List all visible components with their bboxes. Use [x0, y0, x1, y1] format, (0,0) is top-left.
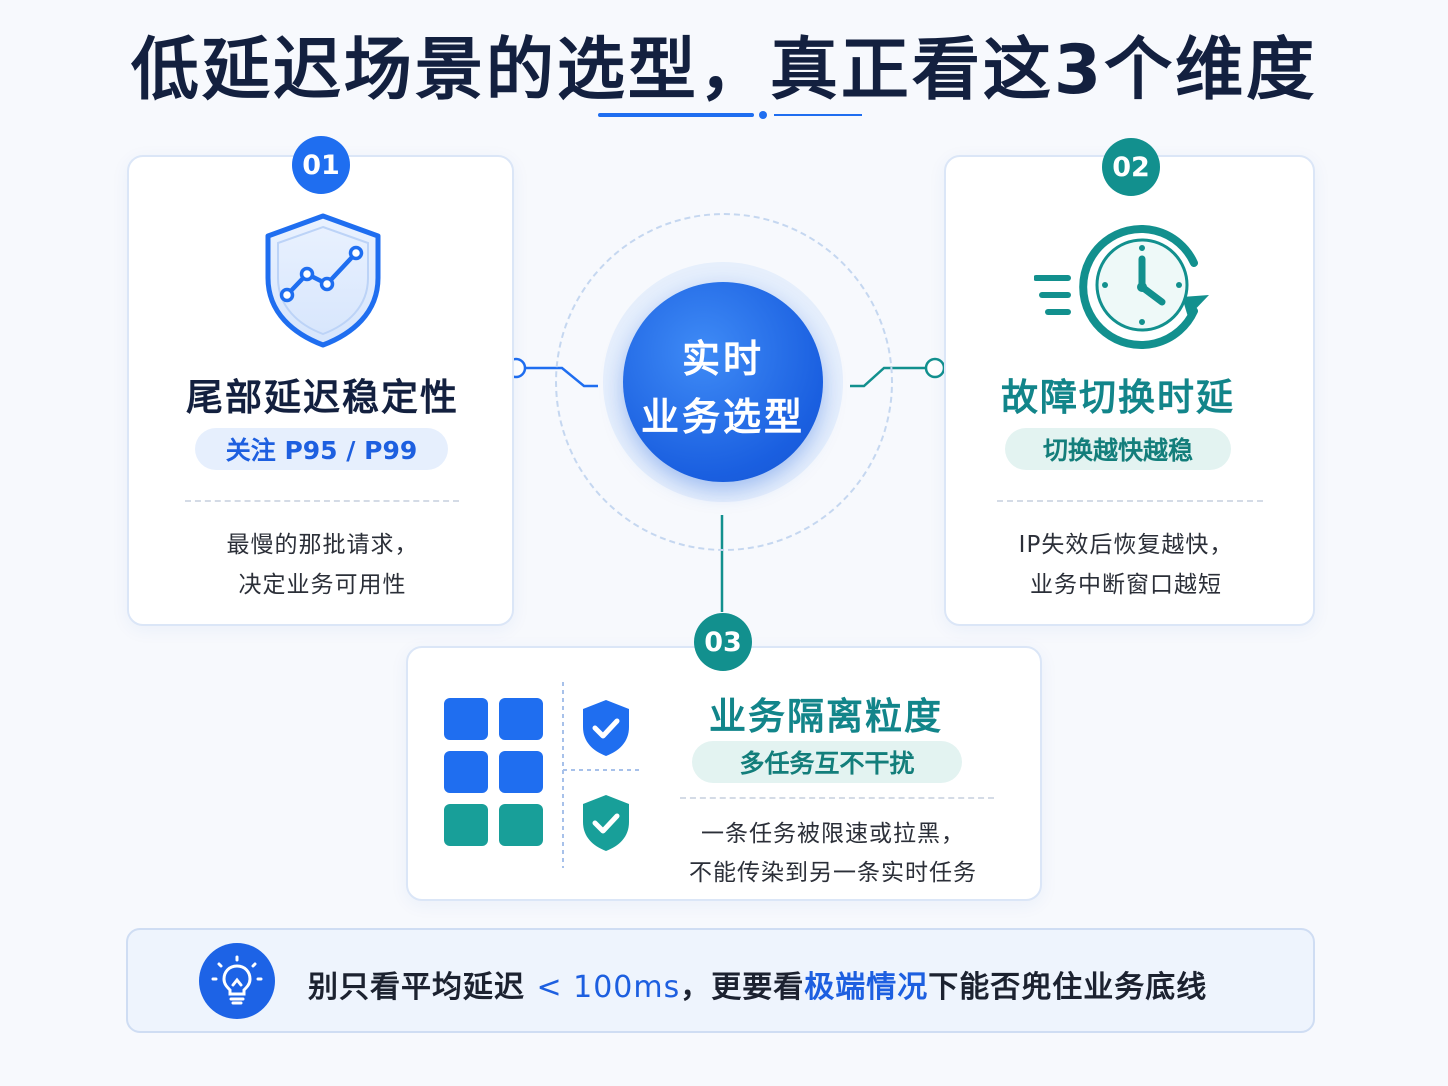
card-isolation-granularity: 03 业务隔离粒度 多任务互不干扰 一条任务被限速或拉黑， 不能传染到另一条实时…	[406, 613, 1042, 901]
lightbulb-icon	[199, 943, 275, 1019]
hub-outer-ring	[555, 213, 893, 551]
card-desc-line-2: 决定业务可用性	[238, 572, 407, 598]
title-underline	[598, 110, 862, 120]
tip-highlight: 极端情况	[804, 970, 929, 1005]
card-failover-latency: 02 故障切换时延 切换越快越稳 IP失效后恢复越快， 业务中断窗口越短	[944, 138, 1315, 626]
card-title: 尾部延迟稳定性	[186, 376, 459, 419]
card-desc-line-2: 不能传染到另一条实时任务	[689, 860, 977, 886]
number-badge-01: 01	[292, 136, 350, 194]
card-title: 业务隔离粒度	[709, 695, 943, 738]
card-pill: 切换越快越稳	[1005, 428, 1231, 470]
card-pill: 多任务互不干扰	[692, 741, 962, 783]
tip-bar: 别只看平均延迟 < 100ms，更要看极端情况下能否兜住业务底线	[126, 928, 1315, 1033]
isolated-blocks-shield-icon	[444, 682, 642, 868]
page-title: 低延迟场景的选型，真正看这3个维度	[130, 31, 1318, 110]
divider	[997, 500, 1263, 502]
tip-suffix: 下能否兜住业务底线	[928, 970, 1208, 1005]
hub-label-line-2: 业务选型	[640, 395, 805, 439]
tip-text: 别只看平均延迟 < 100ms，更要看极端情况下能否兜住业务底线	[308, 962, 1207, 1006]
card-desc-line-1: 最慢的那批请求，	[226, 532, 419, 558]
card-pill: 关注 P95 / P99	[195, 428, 448, 470]
clock-refresh-icon	[1034, 225, 1209, 349]
card-desc-line-1: IP失效后恢复越快，	[1018, 532, 1234, 558]
shield-trend-icon	[265, 213, 381, 348]
divider	[185, 500, 459, 502]
card-desc-line-2: 业务中断窗口越短	[1030, 572, 1222, 598]
card-tail-latency: 01 尾部延迟稳定性 关注 P95 / P99 最慢的那批请求， 决定业务可用性	[127, 136, 514, 626]
card-desc-line-1: 一条任务被限速或拉黑，	[701, 821, 965, 847]
number-badge-03: 03	[694, 613, 752, 671]
card-title: 故障切换时延	[1001, 376, 1235, 419]
center-hub: 实时 业务选型	[623, 282, 823, 482]
tip-prefix: 别只看平均延迟	[308, 970, 537, 1005]
tip-middle: ，更要看	[680, 970, 805, 1005]
tip-threshold: < 100ms	[536, 970, 681, 1005]
hub-label-line-1: 实时	[681, 337, 764, 381]
divider	[680, 797, 994, 799]
number-badge-02: 02	[1102, 138, 1160, 196]
